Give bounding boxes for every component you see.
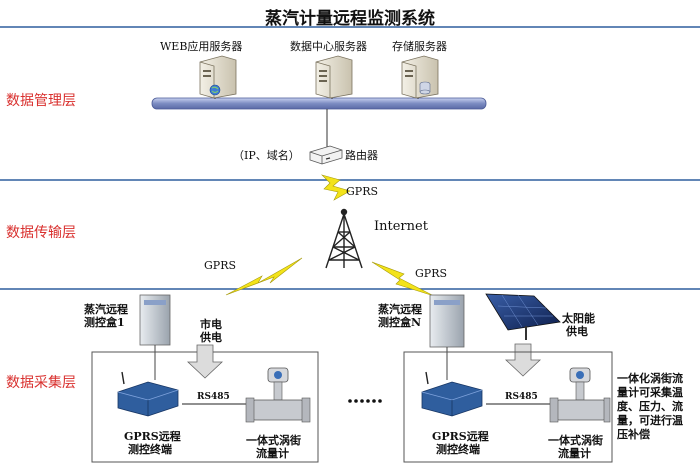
storage-server-icon (401, 55, 439, 99)
rs485-right-label: RS485 (505, 392, 538, 402)
gprs-lightning-left-icon (225, 257, 303, 296)
meter-1-label-line1: 一体式涡街 (246, 434, 301, 447)
terminal-1-label-line1: GPRS远程 (124, 430, 181, 443)
router-address-label: （IP、域名） (233, 149, 300, 162)
router-label: 路由器 (345, 149, 378, 162)
gprs-top-label: GPRS (346, 185, 379, 198)
page-title: 蒸汽计量远程监测系统 (265, 9, 435, 29)
right-site-frame (403, 351, 613, 463)
control-box-n-label-line1: 蒸汽远程 (378, 303, 422, 316)
solar-power-label-line2: 供电 (566, 325, 588, 338)
solar-power-label-line1: 太阳能 (562, 312, 595, 325)
rs485-left-label: RS485 (197, 392, 230, 402)
ellipsis-text: …… (346, 388, 368, 401)
vortex-meter-1-icon (245, 367, 311, 423)
control-box-1-label-line1: 蒸汽远程 (84, 303, 128, 316)
meter-note-line4: 量，可进行温 (617, 414, 683, 427)
control-box-n-icon (429, 294, 465, 348)
meter-1-label-line2: 流量计 (256, 447, 289, 460)
gprs-lightning-top-icon (320, 174, 351, 201)
layer-transmission-label: 数据传输层 (6, 225, 76, 241)
gprs-right-label: GPRS (415, 267, 448, 280)
control-box-1-label-line2: 测控盒1 (84, 316, 125, 329)
solar-power-arrow (504, 343, 542, 377)
data-center-server-label: 数据中心服务器 (290, 40, 367, 53)
layer-collection-label: 数据采集层 (6, 375, 76, 391)
internet-label: Internet (374, 219, 428, 234)
network-bus (151, 97, 487, 110)
terminal-1-label-line2: 测控终端 (128, 443, 172, 456)
control-box-1-icon (139, 294, 171, 352)
layer-management-label: 数据管理层 (6, 93, 76, 109)
mains-power-label-line2: 供电 (200, 331, 222, 344)
solar-panel-icon (485, 293, 561, 340)
vortex-meter-n-icon (549, 367, 611, 423)
ellipsis-dots (348, 399, 382, 403)
meter-note-line1: 一体化涡街流 (617, 372, 683, 385)
data-center-server-icon (315, 55, 353, 99)
meter-n-label-line2: 流量计 (558, 447, 591, 460)
web-server-icon (199, 55, 237, 99)
storage-server-label: 存储服务器 (392, 40, 447, 53)
web-server-label: WEB应用服务器 (160, 40, 243, 53)
meter-note-line2: 量计可采集温 (617, 386, 683, 399)
internet-tower-icon (325, 208, 363, 269)
meter-note-line3: 度、压力、流 (617, 400, 683, 413)
terminal-n-label-line2: 测控终端 (436, 443, 480, 456)
terminal-n-label-line1: GPRS远程 (432, 430, 489, 443)
meter-note: 一体化涡街流 量计可采集温 度、压力、流 量，可进行温 压补偿 (617, 372, 699, 442)
gprs-terminal-n-icon (421, 371, 483, 417)
gprs-terminal-1-icon (117, 371, 179, 417)
meter-note-line5: 压补偿 (617, 428, 650, 441)
gprs-left-label: GPRS (204, 259, 237, 272)
router-icon (309, 145, 343, 165)
control-box-n-label-line2: 测控盒N (378, 316, 422, 329)
meter-n-label-line1: 一体式涡街 (548, 434, 603, 447)
mains-power-arrow (186, 344, 224, 379)
mains-power-label-line1: 市电 (200, 318, 222, 331)
